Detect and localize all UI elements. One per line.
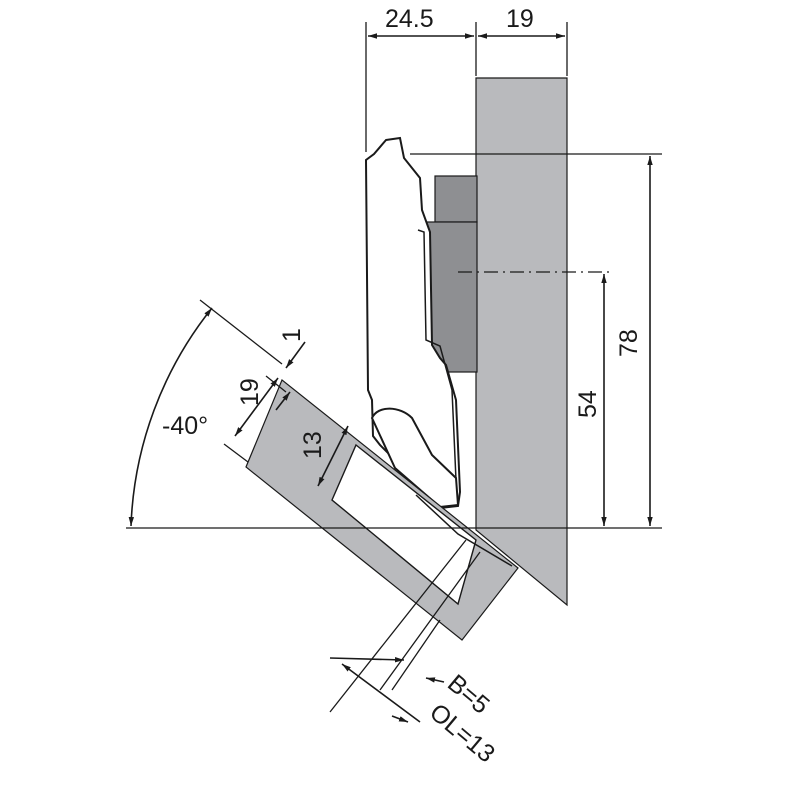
ext-line-door-face <box>199 299 283 365</box>
label-19-top: 19 <box>506 5 534 33</box>
label-24-5: 24.5 <box>385 5 434 33</box>
angle-arc <box>128 307 213 527</box>
label-78: 78 <box>615 329 643 357</box>
dim-line-13-cup <box>317 425 349 487</box>
ext-line-door-inner <box>223 443 249 463</box>
label-13-cup: 13 <box>299 431 327 459</box>
dim-line-19-door <box>234 377 279 437</box>
dim-line-ol-right <box>391 715 409 723</box>
label-angle: -40° <box>162 412 208 440</box>
ext-line-ol <box>391 619 441 691</box>
dim-line-ol <box>341 663 421 723</box>
mounting-plate-upper <box>434 175 478 223</box>
hinge-arm-inner-line <box>417 229 457 481</box>
dim-line-b <box>329 657 405 663</box>
label-1-gap: 1 <box>278 328 306 342</box>
label-54: 54 <box>574 390 602 418</box>
dim-line-1 <box>285 341 306 369</box>
dim-line-1-lower <box>275 391 291 411</box>
label-ol: OL=13 <box>424 698 500 768</box>
ext-line-b-2 <box>379 551 481 691</box>
hinge-cup-knuckle <box>370 407 460 509</box>
dim-line-b-right <box>425 677 445 683</box>
hinge-cup-edge <box>415 494 513 567</box>
ext-line-b-1 <box>329 539 467 713</box>
cabinet-side-panel <box>475 77 568 607</box>
label-19-door: 19 <box>236 378 264 406</box>
